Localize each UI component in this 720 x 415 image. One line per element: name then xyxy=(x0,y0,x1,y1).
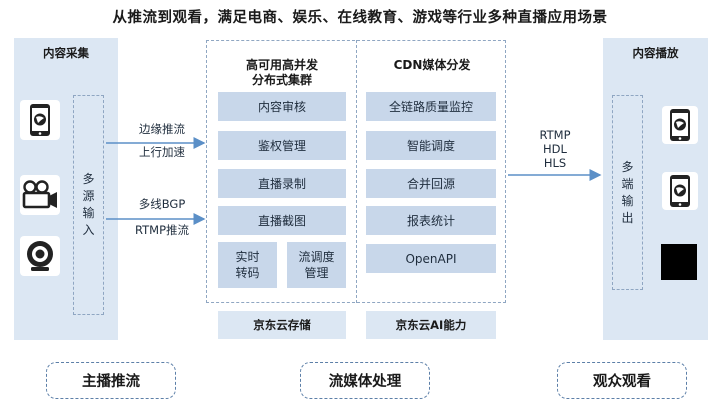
anchor-push-stage: 主播推流 xyxy=(46,362,176,399)
realtime-transcode-item: 实时 转码 xyxy=(218,242,277,288)
jd-cloud-ai-label: 京东云AI能力 xyxy=(366,311,496,339)
audience-viewing-stage: 观众观看 xyxy=(557,362,687,399)
uplink-acceleration-label: 上行加速 xyxy=(139,145,185,159)
content-capture-title: 内容采集 xyxy=(43,46,89,60)
content-playback-title: 内容播放 xyxy=(632,46,679,60)
cluster-title: 高可用高并发 分布式集群 xyxy=(212,58,352,88)
live-recording-item: 直播录制 xyxy=(218,169,346,198)
left-arrow-bottom-labels: 多线BGP RTMP推流 xyxy=(122,196,202,238)
merged-origin-item: 合并回源 xyxy=(366,169,496,198)
jd-cloud-storage-label: 京东云存储 xyxy=(218,311,346,339)
phone-icon xyxy=(20,100,60,140)
black-screen-icon xyxy=(661,244,697,280)
multi-source-input-box: 多源输入 xyxy=(73,95,104,315)
video-camera-icon xyxy=(20,175,60,215)
realtime-transcode-line-1: 实时 xyxy=(235,250,260,264)
phone-icon xyxy=(662,172,698,210)
rtmp-label: RTMP xyxy=(539,128,571,142)
openapi-item: OpenAPI xyxy=(366,244,496,273)
edge-push-label: 边缘推流 xyxy=(139,122,185,136)
stream-processing-stage: 流媒体处理 xyxy=(300,362,430,399)
multi-line-bgp-label: 多线BGP xyxy=(138,197,186,211)
cluster-title-line-2: 分布式集群 xyxy=(251,73,312,87)
multi-source-input-label: 多源输入 xyxy=(82,172,95,237)
content-review-item: 内容审核 xyxy=(218,92,346,121)
cluster-title-line-1: 高可用高并发 xyxy=(245,58,318,72)
live-screenshot-item: 直播截图 xyxy=(218,206,346,235)
multi-terminal-output-box: 多端输出 xyxy=(612,95,643,290)
auth-management-item: 鉴权管理 xyxy=(218,131,346,160)
stream-scheduling-line-1: 流调度 xyxy=(298,250,335,264)
output-protocol-labels: RTMP HDL HLS xyxy=(520,128,590,170)
left-arrow-top-labels: 边缘推流 上行加速 xyxy=(122,121,202,160)
page-title: 从推流到观看，满足电商、娱乐、在线教育、游戏等行业多种直播应用场景 xyxy=(112,10,608,26)
stream-scheduling-line-2: 管理 xyxy=(304,266,329,280)
multi-terminal-output-label: 多端输出 xyxy=(621,159,634,225)
phone-icon xyxy=(662,106,698,144)
hls-label: HLS xyxy=(543,156,567,170)
webcam-icon xyxy=(20,236,60,276)
column-divider xyxy=(356,40,357,303)
stream-scheduling-item: 流调度 管理 xyxy=(287,242,346,288)
rtmp-push-label: RTMP推流 xyxy=(134,223,190,237)
realtime-transcode-line-2: 转码 xyxy=(235,266,260,280)
cdn-title: CDN媒体分发 xyxy=(393,58,471,72)
report-statistics-item: 报表统计 xyxy=(366,206,496,235)
full-link-monitoring-item: 全链路质量监控 xyxy=(366,92,496,121)
smart-scheduling-item: 智能调度 xyxy=(366,131,496,160)
hdl-label: HDL xyxy=(543,142,567,156)
